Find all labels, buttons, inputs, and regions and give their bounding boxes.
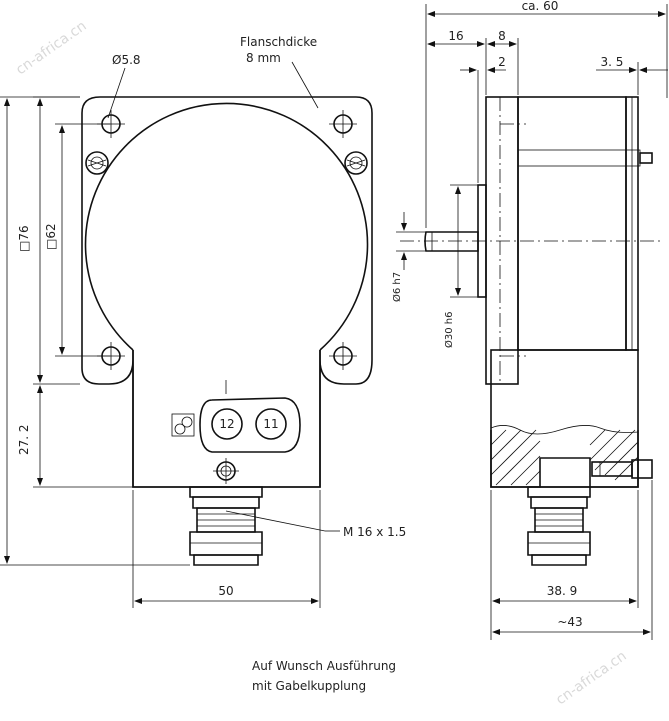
flange-thickness-value: 8 mm [246,51,281,65]
front-view: 12 11 [81,96,373,566]
terminal-plate [199,397,301,453]
dim-16-label: 16 [448,29,463,43]
watermark-top: cn-africa.cn [13,18,89,78]
depth-43-label: ~43 [557,615,582,629]
height-27-2-label: 27. 2 [17,424,31,455]
screw-left [85,151,109,175]
side-view [400,96,660,566]
terminal-11-label: 11 [263,417,278,431]
total-depth-label: ca. 60 [522,0,559,13]
terminal-11-circle [255,408,287,440]
shaft-diameter-label: Ø6 h7 [391,272,403,302]
watermark-bottom: cn-africa.cn [553,648,629,708]
note-line-2: mit Gabelkupplung [252,679,366,693]
front-dimensions: Ø5.8 Flanschdicke 8 mm □76 □62 27. 2 50 … [0,35,406,608]
screw-right [344,151,368,175]
terminal-12-label: 12 [219,417,234,431]
housing-circle [84,102,369,351]
square-62-label: □62 [44,223,58,250]
dim-8-label: 8 [498,29,506,43]
dim-3-5-label: 3. 5 [601,55,624,69]
square-76-label: □76 [17,225,31,252]
side-dimensions: ca. 60 16 8 2 3. 5 Ø6 h7 Ø30 h6 [391,0,668,640]
dim-2-label: 2 [498,55,506,69]
depth-38-9-label: 38. 9 [547,584,578,598]
thread-label: M 16 x 1.5 [343,525,406,539]
terminal-12-circle [211,408,243,440]
cable-gland-side [527,486,591,566]
flange-thickness-label: Flanschdicke [240,35,317,49]
ground-symbol-box [171,413,195,437]
hole-diameter-label: Ø5.8 [112,53,141,67]
note-line-1: Auf Wunsch Ausführung [252,659,396,673]
hatched-section [490,429,639,488]
ground-symbol-icon [174,423,186,435]
cable-gland-front [189,486,263,566]
pilot-diameter-label: Ø30 h6 [443,312,455,348]
width-50-label: 50 [218,584,233,598]
